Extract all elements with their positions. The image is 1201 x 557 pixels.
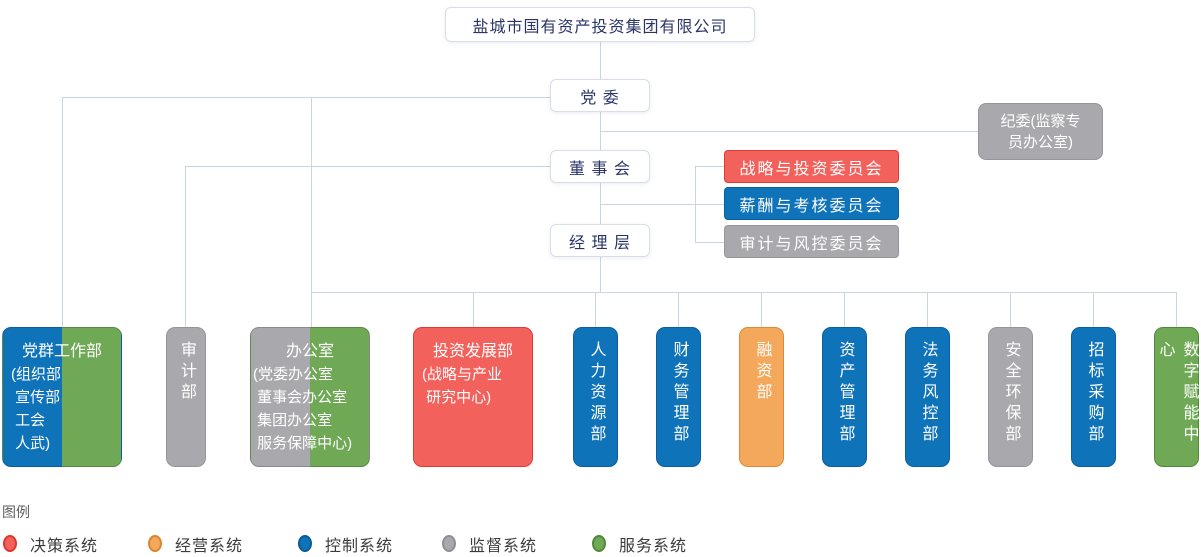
company-root-label: 盐城市国有资产投资集团有限公司 <box>472 18 728 36</box>
connector-line <box>600 42 601 79</box>
legend-item-service: 服务系统 <box>592 534 688 555</box>
committee-label: 薪酬与考核委员会 <box>739 197 884 215</box>
connector-line <box>1176 292 1177 327</box>
legend-item-operation: 经营系统 <box>148 534 244 555</box>
connector-line <box>695 166 696 243</box>
dept-name-label: 人力资源部 <box>587 341 605 446</box>
dept-financing: 融资部 <box>739 327 784 467</box>
dept-office: 办公室 (党委办公室 董事会办公室 集团办公室 服务保障中心) <box>250 327 370 467</box>
connector-line <box>600 204 724 205</box>
dept-asset-management: 资产管理部 <box>822 327 867 467</box>
dept-name-label: 安全环保部 <box>1002 341 1020 446</box>
dept-audit: 审计部 <box>166 327 206 467</box>
party-committee-box: 党 委 <box>550 79 650 112</box>
legend-item-decision: 决策系统 <box>3 534 99 555</box>
committee-label: 审计与风控委员会 <box>739 235 884 253</box>
legend-label: 监督系统 <box>469 537 538 555</box>
connector-line <box>311 292 1176 293</box>
connector-line <box>473 292 474 327</box>
legend-swatch-control-icon <box>298 535 312 552</box>
connector-line <box>761 292 762 327</box>
connector-line <box>600 131 978 132</box>
dept-name-label: 党群工作部 <box>21 343 102 360</box>
connector-line <box>311 97 312 327</box>
dept-sub-label: (战略与产业 研究中心) <box>422 366 502 406</box>
dept-sub-label: (党委办公室 董事会办公室 集团办公室 服务保障中心) <box>253 366 353 452</box>
connector-line <box>62 97 63 327</box>
connector-line <box>600 257 601 292</box>
committee-label: 战略与投资委员会 <box>739 160 884 178</box>
dept-digital-empowerment: 数字赋能中心 <box>1154 327 1199 467</box>
party-committee-label: 党 委 <box>580 89 620 107</box>
legend-item-control: 控制系统 <box>298 534 394 555</box>
committee-strategy-investment: 战略与投资委员会 <box>724 150 899 183</box>
committee-compensation-appraisal: 薪酬与考核委员会 <box>724 187 899 220</box>
legend-title: 图例 <box>2 504 30 520</box>
connector-line <box>185 166 551 167</box>
connector-line <box>185 166 186 327</box>
connector-line <box>695 242 724 243</box>
dept-name-label: 招标采购部 <box>1085 341 1103 446</box>
connector-line <box>927 292 928 327</box>
discipline-committee-box: 纪委(监察专 员办公室) <box>978 103 1103 160</box>
connector-line <box>695 166 724 167</box>
legend-label: 决策系统 <box>30 537 99 555</box>
dept-finance-management: 财务管理部 <box>656 327 701 467</box>
legend-swatch-supervision-icon <box>442 535 456 552</box>
dept-bidding-procurement: 招标采购部 <box>1071 327 1116 467</box>
company-root-box: 盐城市国有资产投资集团有限公司 <box>445 7 755 42</box>
dept-legal-risk-control: 法务风控部 <box>905 327 950 467</box>
dept-name-label: 数字赋能中心 <box>1156 341 1198 446</box>
legend-item-supervision: 监督系统 <box>442 534 538 555</box>
legend-swatch-operation-icon <box>148 535 162 552</box>
connector-line <box>595 292 596 327</box>
legend-label: 经营系统 <box>175 537 244 555</box>
connector-line <box>844 292 845 327</box>
dept-name-label: 财务管理部 <box>670 341 688 446</box>
dept-investment-development: 投资发展部 (战略与产业 研究中心) <box>413 327 533 467</box>
committee-audit-risk: 审计与风控委员会 <box>724 225 899 258</box>
connector-line <box>678 292 679 327</box>
dept-name-label: 审计部 <box>178 341 195 404</box>
connector-line <box>1010 292 1011 327</box>
legend-label: 控制系统 <box>325 537 394 555</box>
management-box: 经 理 层 <box>550 224 650 257</box>
dept-party-mass-work: 党群工作部 (组织部 宣传部 工会 人武) <box>2 327 122 467</box>
connector-line <box>62 97 551 98</box>
dept-sub-label: (组织部 宣传部 工会 人武) <box>11 366 61 452</box>
board-label: 董 事 会 <box>569 160 631 178</box>
connector-line <box>600 183 601 224</box>
discipline-committee-label: 纪委(监察专 员办公室) <box>1000 112 1081 151</box>
legend-swatch-service-icon <box>592 535 606 552</box>
dept-name-label: 办公室 <box>285 343 334 360</box>
dept-human-resources: 人力资源部 <box>573 327 618 467</box>
dept-name-label: 投资发展部 <box>432 343 513 360</box>
dept-name-label: 资产管理部 <box>836 341 854 446</box>
dept-safety-environment: 安全环保部 <box>988 327 1033 467</box>
legend-swatch-decision-icon <box>3 535 17 552</box>
management-label: 经 理 层 <box>569 234 631 252</box>
dept-name-label: 法务风控部 <box>919 341 937 446</box>
connector-line <box>1093 292 1094 327</box>
board-box: 董 事 会 <box>550 150 650 183</box>
dept-name-label: 融资部 <box>753 341 771 404</box>
legend-label: 服务系统 <box>619 537 688 555</box>
